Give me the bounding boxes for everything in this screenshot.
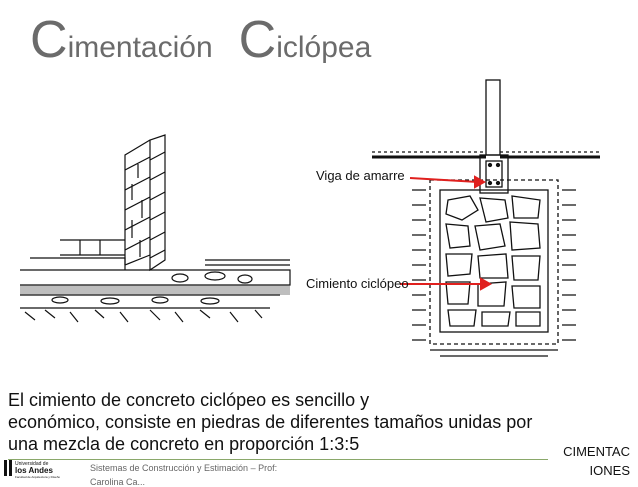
university-logo: Universidad de los Andes Facultad de Arq… [4,460,60,479]
foundation-illustration [20,79,600,357]
footer-divider [8,459,548,460]
footer-section-label: CIMENTAC IONES [548,442,630,480]
title-word-ciclopea: iclópea [276,31,372,64]
arrow-viga [409,177,479,183]
arrow-cimiento-head [480,277,493,291]
footer-course: Sistemas de Construcción y Estimación – … [90,463,277,487]
label-viga-de-amarre: Viga de amarre [316,168,405,183]
footing-fill [20,285,290,295]
logo-line-1: Universidad de [15,461,49,467]
brick-wall-sketch [20,134,291,323]
body-line-3: una mezcla de concreto en proporción 1:3… [8,434,360,454]
ciclopeo-section-sketch [372,79,600,357]
label-cimiento-ciclopeo: Cimiento ciclópeo [306,276,409,291]
footer-section-line-2: IONES [589,463,630,478]
arrow-viga-head [474,175,487,189]
body-line-2: económico, consiste en piedras de difere… [8,412,533,432]
callout-arrows [400,175,493,291]
logo-line-2: los Andes [15,466,53,475]
logo-line-3: Facultad de Arquitectura y Diseño [15,475,60,479]
title-initial-c: C [30,11,68,69]
title-word-cimentacion: imentación [67,31,213,64]
title-initial-c2: C [238,11,277,69]
footer-course-line: Sistemas de Construcción y Estimación – … [90,463,278,473]
body-line-1: El cimiento de concreto ciclópeo es senc… [8,390,370,410]
body-paragraph: El cimiento de concreto ciclópeo es senc… [8,389,633,455]
footer-section-line-1: CIMENTAC [563,444,630,459]
